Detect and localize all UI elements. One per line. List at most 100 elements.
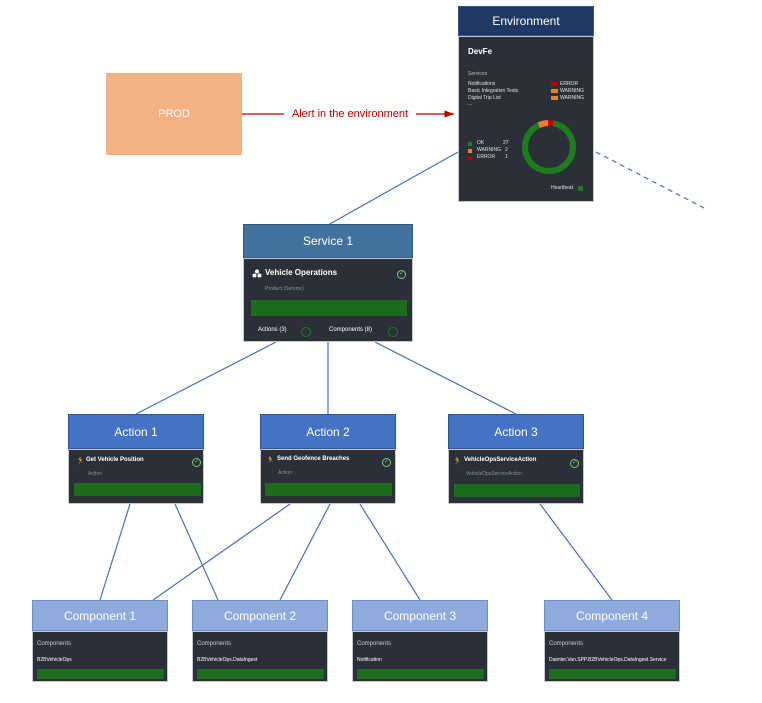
action-card[interactable]: 🏃 VehicleOpsServiceAction ✓ VehicleOpsSe…: [448, 449, 584, 504]
component-status-bar: [197, 669, 324, 679]
environment-services-label: Services: [468, 71, 488, 77]
component-section-label: Components: [357, 641, 392, 647]
component-header-label: Component 2: [223, 608, 297, 623]
env-service-status: ERROR: [560, 81, 579, 87]
check-circle-icon: ✓: [382, 458, 391, 467]
components-status-ring-icon: [388, 327, 398, 337]
component-header: Component 4: [544, 600, 680, 631]
component-value: B2BVehicleOps: [37, 657, 72, 663]
legend-count: 27: [503, 140, 509, 146]
warning-status-swatch: [551, 89, 558, 93]
env-to-service-line: [327, 151, 459, 226]
env-service-status: WARNING: [560, 88, 584, 94]
error-legend-dot: [468, 156, 472, 160]
component-value: Daimler.Van.SPP.B2BVehicleOps.DataIngest…: [549, 657, 667, 663]
component-value: B2BVehicleOps.DataIngest: [197, 657, 258, 663]
service-header-label: Service 1: [302, 234, 354, 248]
action-header-label: Action 1: [114, 424, 158, 439]
action-title: Get Vehicle Position: [86, 457, 144, 463]
legend-count: 1: [505, 154, 508, 160]
check-circle-icon: ✓: [570, 459, 579, 468]
component-header-label: Component 4: [575, 608, 649, 623]
service-header: Service 1: [243, 224, 413, 258]
actions-status-ring-icon: [301, 327, 311, 337]
ok-legend-dot: [468, 142, 472, 146]
warning-legend-dot: [468, 149, 472, 153]
action1-to-comp2-line: [174, 503, 219, 601]
action2-to-comp2-line: [279, 503, 331, 601]
env-service-name: Digital Trip List: [468, 95, 501, 101]
env-service-name: Basic Integration Tests: [468, 88, 519, 94]
component-card[interactable]: Components Daimler.Van.SPP.B2BVehicleOps…: [544, 631, 680, 682]
component-section-label: Components: [549, 641, 584, 647]
env-dashed-line: [595, 151, 705, 209]
service-status-bar: [251, 300, 407, 316]
action2-to-comp1-line: [152, 503, 291, 601]
heartbeat-label: Heartbeat: [551, 185, 573, 191]
component-section-label: Components: [197, 641, 232, 647]
component-card[interactable]: Components Notification: [352, 631, 488, 682]
env-service-name: Notifications: [468, 81, 496, 87]
legend-count: 2: [505, 147, 508, 153]
action-status-bar: [265, 483, 392, 496]
component-header-label: Component 3: [383, 608, 457, 623]
heartbeat-indicator-icon: [578, 186, 583, 191]
action-title: VehicleOpsServiceAction: [464, 457, 537, 463]
service-to-action3-line: [374, 341, 517, 415]
warning-status-swatch: [551, 96, 558, 100]
prod-box: PROD: [106, 73, 242, 155]
action-subtitle: Action: [88, 471, 102, 477]
component-value: Notification: [357, 657, 382, 663]
action-header-label: Action 3: [494, 424, 538, 439]
component-card[interactable]: Components B2BVehicleOps.DataIngest: [192, 631, 328, 682]
environment-header-label: Environment: [492, 14, 560, 28]
component-section-label: Components: [37, 641, 72, 647]
environment-name: DevFe: [468, 47, 493, 56]
service-title: Vehicle Operations: [265, 268, 338, 277]
environment-card[interactable]: DevFe Services Notifications ERROR Basic…: [458, 36, 594, 202]
component-header: Component 3: [352, 600, 488, 631]
action-header-label: Action 2: [306, 424, 350, 439]
service-to-action1-line: [135, 341, 277, 415]
env-service-status: WARNING: [560, 95, 584, 101]
prod-label: PROD: [158, 108, 190, 120]
component-header: Component 1: [32, 600, 168, 631]
check-circle-icon: ✓: [192, 458, 201, 467]
action-header: Action 3: [448, 414, 584, 449]
actions-count-link[interactable]: Actions (3): [258, 327, 287, 333]
action-header: Action 1: [68, 414, 204, 449]
legend-label: ERROR: [477, 154, 496, 160]
component-card[interactable]: Components B2BVehicleOps: [32, 631, 168, 682]
legend-label: WARNING: [477, 147, 501, 153]
environment-header: Environment: [458, 6, 594, 36]
action-card[interactable]: 🏃 Get Vehicle Position ✓ Action: [68, 449, 204, 504]
status-donut-chart: [522, 120, 576, 174]
component-header-label: Component 1: [63, 608, 137, 623]
action-header: Action 2: [260, 414, 396, 449]
action1-to-comp1-line: [99, 503, 131, 601]
alert-label: Alert in the environment: [284, 106, 416, 122]
action-status-bar: [74, 483, 201, 496]
components-count-link[interactable]: Components (8): [329, 327, 373, 333]
action-title: Send Geofence Breaches: [277, 456, 350, 462]
check-circle-icon: ✓: [397, 270, 406, 279]
component-status-bar: [549, 669, 676, 679]
runner-icon: 🏃: [76, 458, 85, 465]
action-card[interactable]: 🏃 Send Geofence Breaches ✓ Action: [260, 449, 396, 504]
action-subtitle: Action: [278, 470, 292, 476]
component-status-bar: [357, 669, 484, 679]
runner-icon: 🏃: [453, 458, 462, 465]
action-status-bar: [454, 484, 580, 497]
error-status-swatch: [551, 82, 558, 86]
cubes-icon: [252, 269, 262, 278]
service-card[interactable]: Vehicle Operations ✓ Product (Service) A…: [243, 258, 413, 342]
action2-to-comp3-line: [359, 503, 421, 601]
component-status-bar: [37, 669, 164, 679]
legend-label: OK: [477, 140, 485, 146]
service-subtitle: Product (Service): [265, 286, 304, 292]
action3-to-comp4-line: [539, 503, 613, 601]
component-header: Component 2: [192, 600, 328, 631]
action-subtitle: VehicleOpsServiceAction: [466, 471, 522, 477]
runner-icon: 🏃: [266, 457, 275, 464]
